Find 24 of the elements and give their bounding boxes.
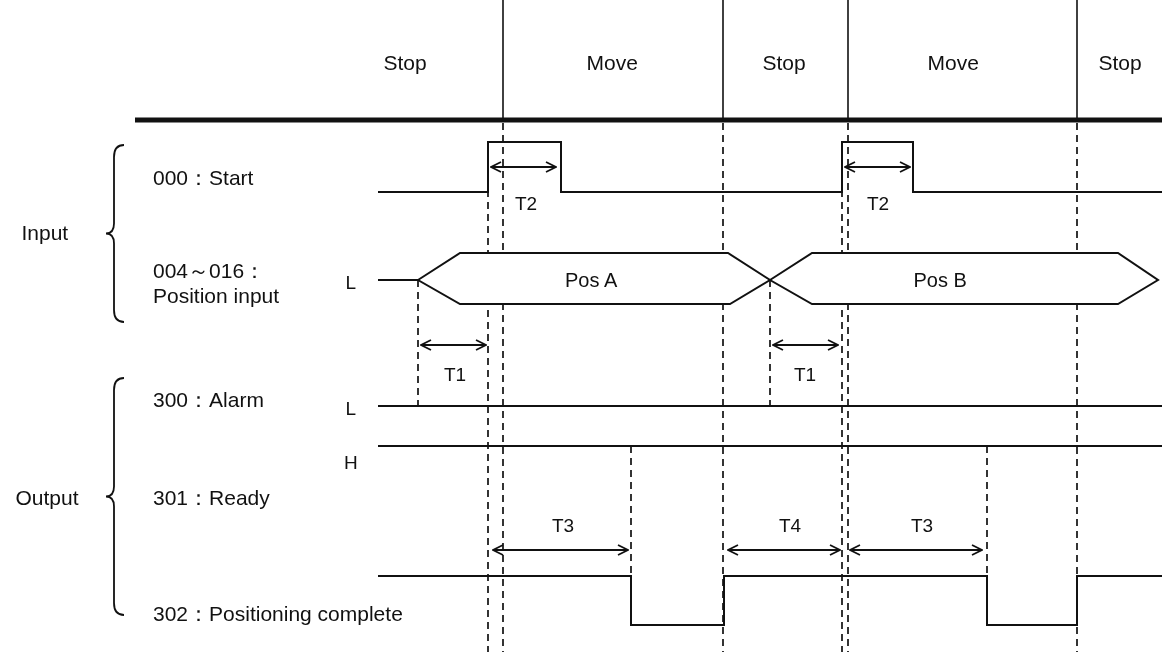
signal-label: 302：Positioning complete [153,600,404,626]
group-label: Input [21,219,69,245]
timing-label: T3 [552,514,575,538]
signal-label: 004～016： Position input [153,258,281,309]
signal-label: 301：Ready [153,484,270,510]
phase-label: Move [586,49,638,75]
level-label: L [345,271,357,295]
phase-label: Stop [762,49,806,75]
level-label: L [345,397,357,421]
timing-label: T3 [911,514,934,538]
signal-label: 000：Start [153,164,254,190]
level-label: H [344,451,358,475]
timing-label: T2 [867,192,890,216]
phase-label: Stop [1098,49,1142,75]
phase-label: Move [927,49,979,75]
timing-label: T1 [444,363,467,387]
bus-label: Pos B [913,268,967,292]
timing-label: T1 [794,363,817,387]
timing-label: T4 [779,514,802,538]
signal-label: 300：Alarm [153,386,264,412]
group-label: Output [15,484,79,510]
bus-label: Pos A [565,268,618,292]
phase-label: Stop [383,49,427,75]
timing-label: T2 [515,192,538,216]
